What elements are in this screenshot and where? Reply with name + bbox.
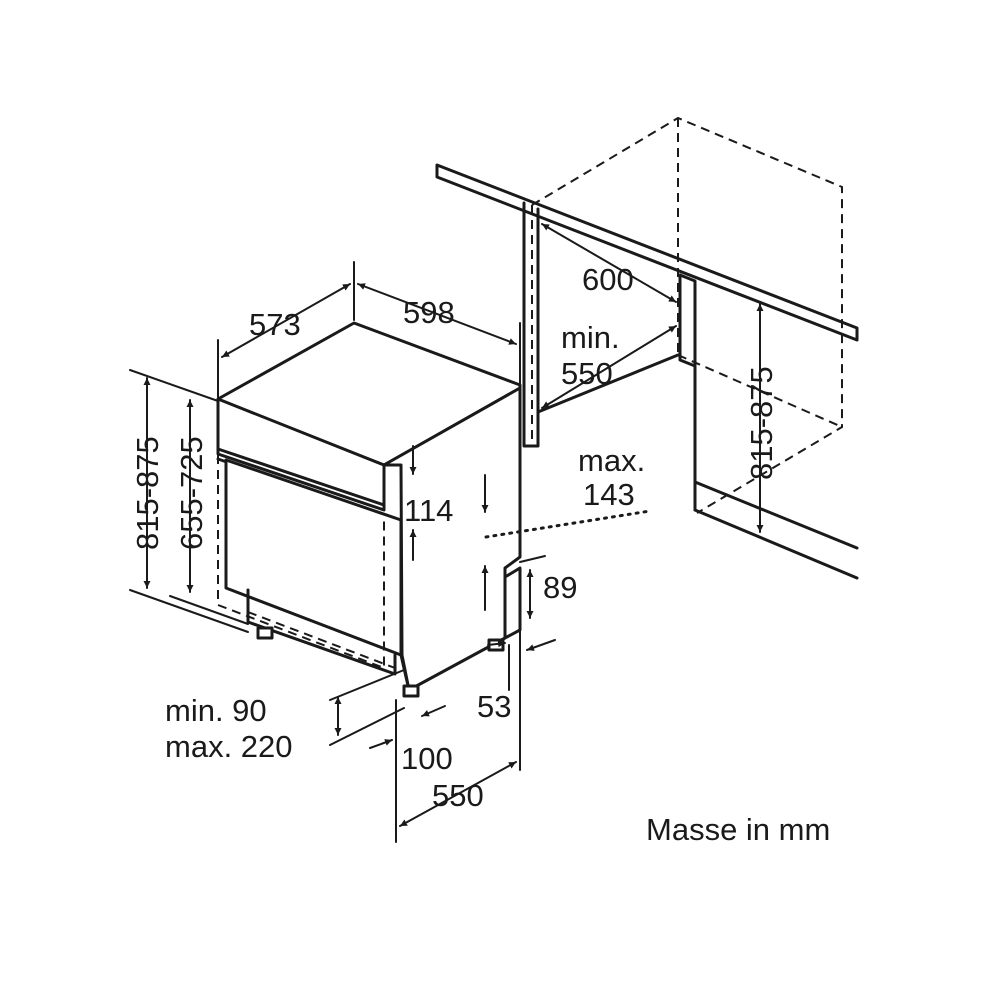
dimension-lines — [129, 223, 764, 843]
label-min-90: min. 90 — [165, 693, 267, 728]
label-max: max. — [578, 443, 645, 478]
label-655-725: 655-725 — [174, 436, 209, 550]
label-89: 89 — [543, 570, 577, 605]
label-598: 598 — [403, 295, 455, 330]
label-550-bottom: 550 — [432, 778, 484, 813]
label-573: 573 — [249, 307, 301, 342]
label-100: 100 — [401, 741, 453, 776]
units-note: Masse in mm — [646, 812, 830, 847]
label-114: 114 — [404, 493, 453, 528]
label-815-875-niche: 815-875 — [744, 366, 779, 480]
dimension-labels: 573 598 600 min. 550 815-875 815-875 655… — [130, 262, 830, 847]
label-143: 143 — [583, 477, 635, 512]
dishwasher-appliance — [216, 321, 522, 698]
label-550-niche: 550 — [561, 356, 613, 391]
label-53: 53 — [477, 689, 511, 724]
label-max-220: max. 220 — [165, 729, 293, 764]
label-600: 600 — [582, 262, 634, 297]
label-815-875-left: 815-875 — [130, 436, 165, 550]
cabinet-niche — [435, 116, 859, 580]
label-min: min. — [561, 320, 620, 355]
